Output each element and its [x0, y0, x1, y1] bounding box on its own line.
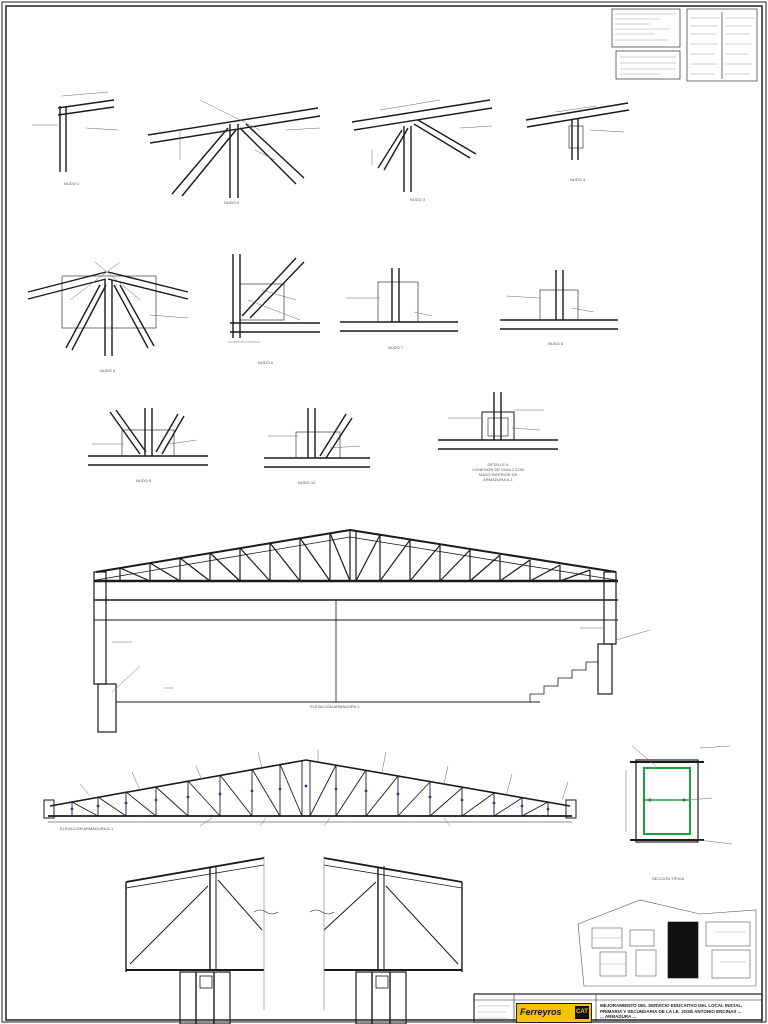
- label-nudo-6: NUDO 6: [258, 360, 274, 365]
- detail-nudo-2: [147, 99, 321, 198]
- label-nudo-10: NUDO 10: [298, 480, 316, 485]
- detail-a-line2: CONEXIÓN DE VIGA 2 CON: [472, 467, 524, 472]
- label-nudo-4: NUDO 4: [570, 177, 586, 182]
- location-plan: [577, 899, 757, 987]
- label-nudo-7: NUDO 7: [388, 345, 404, 350]
- elevation-label: ELEVACIÓN ARMADURA 1: [310, 704, 360, 709]
- brand-badge: CAT: [575, 1006, 589, 1019]
- detail-nudo-6: [228, 254, 320, 343]
- truss-a1: [43, 750, 577, 827]
- detail-a-line3: NUDO INFERIOR DE: [478, 472, 518, 477]
- label-nudo-5: NUDO 5: [100, 368, 116, 373]
- truss-label: ELEVACIÓN ARMADURA A-1: [60, 826, 114, 831]
- section-label: SECCIÓN TÍPICA: [652, 876, 685, 881]
- detail-nudo-3: [351, 99, 493, 192]
- legend-block: [611, 8, 758, 82]
- detail-a: [438, 392, 558, 450]
- detail-nudo-7: [340, 268, 458, 332]
- company-name: Ferreyros: [520, 1007, 562, 1017]
- bottom-frame-detail: [125, 856, 463, 1024]
- typical-section: [625, 745, 733, 845]
- project-title-cont: ... ARMADURA ...: [600, 1014, 637, 1019]
- elevation-frame: [93, 528, 651, 733]
- detail-nudo-4: [525, 102, 630, 160]
- detail-nudo-8: [500, 270, 618, 330]
- project-title: MEJORAMIENTO DEL SERVICIO EDUCATIVO DEL …: [600, 1003, 760, 1020]
- project-title-line: MEJORAMIENTO DEL SERVICIO EDUCATIVO DEL …: [600, 1003, 743, 1014]
- label-nudo-2: NUDO 2: [224, 200, 240, 205]
- detail-a-line1: DETALLE A: [487, 462, 509, 467]
- label-nudo-1: NUDO 1: [64, 181, 80, 186]
- detail-nudo-5: [27, 261, 189, 356]
- detail-a-line4: ARMADURA A-1: [483, 477, 513, 482]
- title-block: [473, 993, 763, 1023]
- detail-a-title: DETALLE A CONEXIÓN DE VIGA 2 CON NUDO IN…: [462, 462, 534, 482]
- label-nudo-3: NUDO 3: [410, 197, 426, 202]
- label-nudo-9: NUDO 9: [136, 478, 152, 483]
- detail-nudo-10: [264, 408, 370, 468]
- label-nudo-8: NUDO 8: [548, 341, 564, 346]
- company-logo: Ferreyros CAT: [516, 1003, 592, 1023]
- detail-nudo-1: [32, 91, 119, 172]
- detail-nudo-9: [88, 408, 208, 466]
